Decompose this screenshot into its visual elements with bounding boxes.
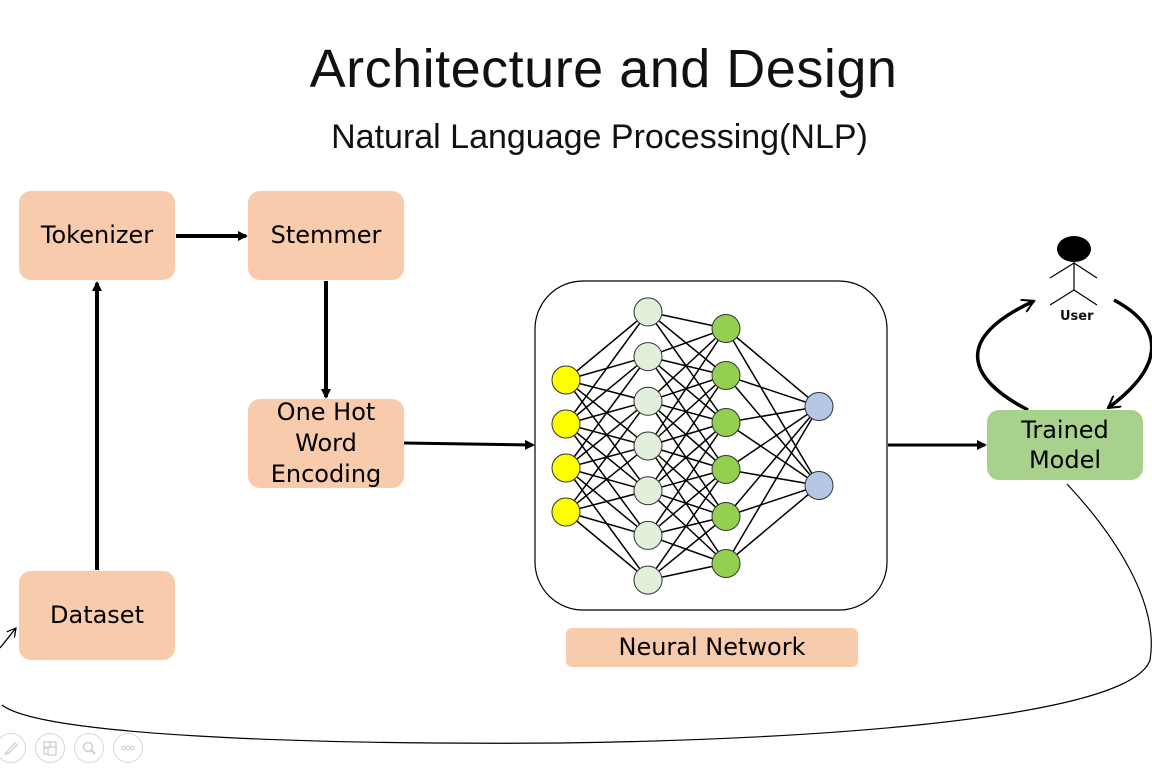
nn-edge — [647, 400, 727, 517]
nn-edge — [647, 400, 727, 471]
nn-edge — [565, 356, 649, 425]
neural-network-nodes — [551, 297, 834, 595]
nn-edge — [647, 356, 727, 424]
nn-node-hidden-2 — [711, 314, 741, 343]
nn-edge — [647, 328, 727, 447]
nn-node-hidden-1 — [633, 342, 663, 372]
neural-network-label: Neural Network — [618, 633, 806, 661]
nn-edge — [565, 511, 649, 581]
nn-edge — [725, 328, 820, 486]
nn-edge — [647, 356, 727, 470]
user-actor-icon — [1049, 236, 1098, 306]
nn-edge — [647, 375, 727, 492]
presentation-toolbar — [0, 733, 143, 763]
tokenizer-box: Tokenizer — [19, 191, 175, 280]
nn-edge — [565, 400, 649, 469]
nn-node-hidden-2 — [711, 549, 741, 578]
more-icon — [121, 745, 135, 751]
nn-edge — [647, 374, 727, 447]
slides-icon — [43, 741, 57, 756]
stemmer-label: Stemmer — [270, 221, 382, 249]
arrow-user-to-model — [1108, 298, 1152, 410]
slides-button[interactable] — [35, 733, 65, 763]
pen-icon — [4, 742, 18, 756]
zoom-icon — [82, 741, 96, 755]
nn-node-hidden-1 — [633, 297, 663, 327]
nn-node-input — [551, 453, 581, 483]
nn-node-input — [551, 409, 581, 439]
trained-model-label: Trained Model — [1021, 416, 1109, 474]
nn-edge — [725, 484, 820, 518]
nn-edge — [725, 375, 820, 486]
nn-edge — [647, 468, 727, 536]
dataset-box: Dataset — [19, 571, 175, 660]
nn-edge — [647, 327, 727, 402]
nn-edge — [565, 356, 649, 469]
nn-node-hidden-1 — [633, 520, 663, 550]
nn-edge — [565, 400, 649, 513]
nn-node-hidden-1 — [633, 565, 663, 595]
dataset-label: Dataset — [50, 601, 144, 629]
nn-node-hidden-1 — [633, 386, 663, 416]
nn-edge — [725, 405, 820, 471]
nn-node-hidden-2 — [711, 408, 741, 437]
nn-edge — [647, 311, 727, 423]
nn-node-input — [551, 365, 581, 395]
nn-edge — [647, 421, 727, 492]
nn-node-input — [551, 497, 581, 527]
nn-edge — [647, 422, 727, 536]
nn-node-hidden-1 — [633, 431, 663, 461]
stemmer-box: Stemmer — [248, 191, 404, 280]
nn-edge — [647, 445, 727, 564]
trained-model-box: Trained Model — [987, 410, 1143, 480]
feedback-curve-model-to-dataset — [1, 483, 1152, 744]
nn-edge — [725, 468, 820, 487]
arrow-onehot-to-network — [403, 439, 535, 450]
pen-button[interactable] — [0, 733, 26, 763]
nn-edge — [565, 445, 649, 513]
one-hot-encoding-label: One Hot Word Encoding — [270, 398, 382, 488]
nn-node-hidden-1 — [633, 476, 663, 506]
one-hot-encoding-box: One Hot Word Encoding — [248, 398, 404, 488]
nn-node-hidden-2 — [711, 502, 741, 531]
nn-edge — [647, 515, 727, 581]
arrow-model-to-user — [975, 301, 1034, 412]
feedback-arrow-into-dataset — [0, 628, 16, 649]
nn-edge — [647, 490, 727, 565]
nn-edge — [647, 311, 727, 377]
zoom-button[interactable] — [74, 733, 104, 763]
nn-edge — [725, 327, 820, 408]
nn-edge — [565, 311, 649, 425]
nn-node-output — [804, 392, 834, 421]
nn-node-output — [804, 471, 834, 500]
slide-title: Architecture and Design — [309, 39, 898, 99]
nn-node-hidden-2 — [711, 361, 741, 390]
neural-network-label-box: Neural Network — [566, 628, 858, 667]
nn-edge — [725, 406, 820, 564]
nn-edge — [647, 445, 727, 518]
user-label: User — [1060, 309, 1094, 324]
more-options-button[interactable] — [113, 733, 143, 763]
slide-subtitle: Natural Language Processing(NLP) — [331, 118, 868, 156]
nn-edge — [725, 406, 820, 517]
nn-edge — [565, 311, 649, 381]
nn-edge — [725, 484, 820, 565]
nn-edge — [725, 421, 820, 487]
nn-edge — [647, 469, 727, 581]
nn-node-hidden-2 — [711, 455, 741, 484]
nn-edge — [725, 374, 820, 408]
tokenizer-label: Tokenizer — [40, 221, 154, 249]
nn-edge — [725, 405, 820, 424]
